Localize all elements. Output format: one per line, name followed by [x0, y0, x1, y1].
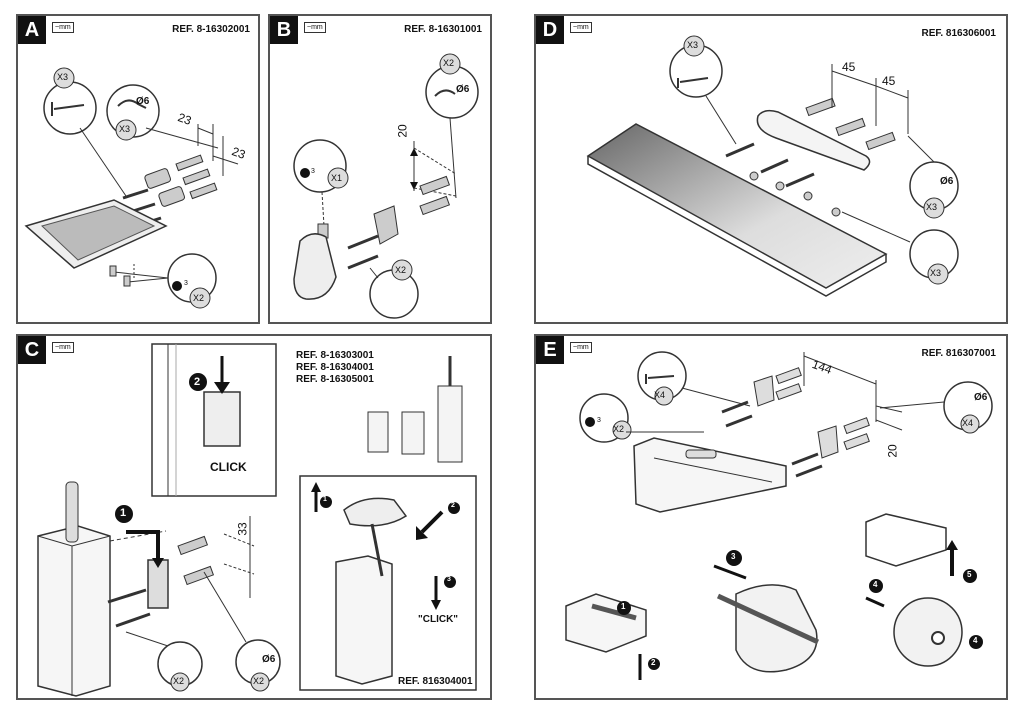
ref-number: REF. 8-16301001	[404, 24, 482, 35]
quantity-label: X2	[443, 58, 455, 68]
panel-c: C ~mm REF. 8-16303001 REF. 8-16304001 RE…	[16, 334, 492, 700]
panel-letter: D	[536, 16, 564, 44]
drill-size: Ø6	[974, 392, 988, 403]
panel-d-drawing	[586, 35, 959, 297]
panel-letter: B	[270, 16, 298, 44]
quantity-label: X3	[687, 40, 699, 50]
quantity-label: X4	[962, 418, 974, 428]
drill-size: Ø6	[262, 654, 276, 665]
unit-label: ~mm	[52, 342, 74, 353]
step-number: 3	[731, 552, 736, 561]
step-number: 1	[120, 507, 127, 519]
step-number: 1	[323, 496, 327, 503]
panel-letter: A	[18, 16, 46, 44]
step-number: 2	[651, 658, 656, 667]
unit-label: ~mm	[304, 22, 326, 33]
panel-e: E ~mm REF. 816307001	[534, 334, 1008, 700]
quantity-label: X1	[331, 173, 343, 183]
unit-label: ~mm	[570, 22, 592, 33]
quantity-label: X3	[119, 124, 131, 134]
step-number: 2	[194, 376, 201, 388]
count-number: 3	[184, 280, 188, 287]
quantity-label: X2	[173, 676, 185, 686]
panel-letter: C	[18, 336, 46, 364]
click-label: "CLICK"	[418, 614, 459, 625]
step-number: 1	[621, 602, 626, 611]
panel-c-drawing	[37, 343, 477, 697]
drill-size: Ø6	[940, 176, 954, 187]
quantity-label: X2	[613, 424, 625, 434]
click-label: CLICK	[210, 460, 247, 474]
step-number: 2	[451, 502, 455, 509]
panel-d: D ~mm REF. 816306001 X3 45 45	[534, 14, 1008, 324]
unit-label: ~mm	[52, 22, 74, 33]
ref-number: REF. 8-16302001	[172, 24, 250, 35]
ref-number: REF. 816306001	[921, 28, 996, 39]
unit-label: ~mm	[570, 342, 592, 353]
ref-number: REF. 8-16304001	[296, 362, 374, 373]
quantity-label: X4	[654, 390, 666, 400]
dimension: 45	[842, 60, 856, 74]
step-number: 3	[447, 576, 451, 583]
step-number: 4	[873, 580, 878, 589]
dimension: 20	[395, 124, 410, 138]
count-number: 3	[311, 168, 315, 175]
ref-number: REF. 816307001	[921, 348, 996, 359]
dimension: 33	[235, 522, 250, 536]
ref-number: REF. 816304001	[398, 676, 473, 687]
quantity-label: X2	[395, 265, 407, 275]
dimension: 20	[885, 444, 900, 458]
quantity-label: X2	[253, 676, 265, 686]
ref-number: REF. 8-16303001	[296, 350, 374, 361]
quantity-label: X3	[926, 202, 938, 212]
count-number: 3	[597, 417, 601, 424]
quantity-label: X3	[57, 72, 69, 82]
quantity-label: X2	[193, 293, 205, 303]
quantity-label: X3	[930, 268, 942, 278]
panel-letter: E	[536, 336, 564, 364]
panel-a-drawing	[24, 67, 239, 309]
panel-b-drawing	[293, 53, 479, 319]
drill-size: Ø6	[136, 96, 150, 107]
step-number: 5	[967, 570, 972, 579]
ref-number: REF. 8-16305001	[296, 374, 374, 385]
panel-b: B ~mm REF. 8-16301001 X2 Ø6 20 3 X1 X2	[268, 14, 492, 324]
panel-a: A ~mm REF. 8-16302001	[16, 14, 260, 324]
drill-size: Ø6	[456, 84, 470, 95]
step-number: 4	[973, 636, 978, 645]
panel-e-drawing	[565, 351, 993, 680]
dimension: 45	[882, 74, 896, 88]
